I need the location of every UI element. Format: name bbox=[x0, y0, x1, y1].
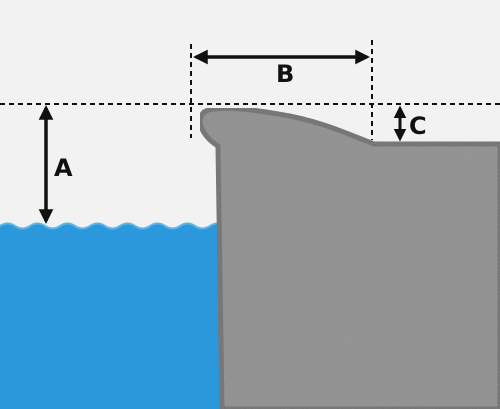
label-a: A bbox=[54, 154, 73, 182]
water-body bbox=[0, 223, 225, 409]
seawall bbox=[197, 105, 500, 409]
label-b: B bbox=[276, 60, 294, 88]
reference-lines bbox=[0, 40, 500, 140]
water-surface-crest bbox=[0, 222, 226, 230]
label-c: C bbox=[409, 112, 427, 140]
